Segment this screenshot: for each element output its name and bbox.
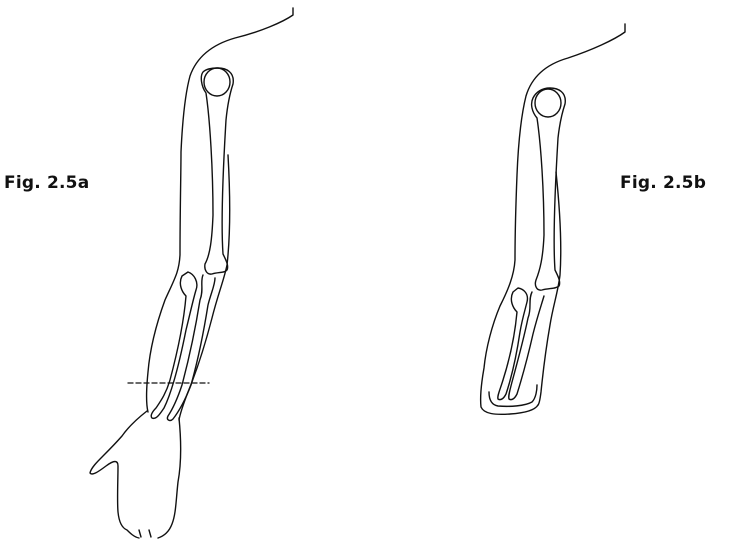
full-arm-figure	[90, 8, 293, 538]
hand-outline	[90, 411, 147, 538]
radius-bone	[167, 275, 215, 420]
residual-stump-inner	[489, 385, 537, 406]
residual-arm-figure	[481, 24, 625, 414]
humerus-head	[204, 68, 230, 96]
residual-outline-lateral	[481, 24, 625, 414]
residual-humerus-head	[535, 89, 561, 117]
hand-finger-line	[139, 530, 151, 537]
residual-ulna-bone	[498, 288, 528, 400]
hand-outline-right	[158, 418, 181, 538]
ulna-bone	[151, 272, 197, 418]
